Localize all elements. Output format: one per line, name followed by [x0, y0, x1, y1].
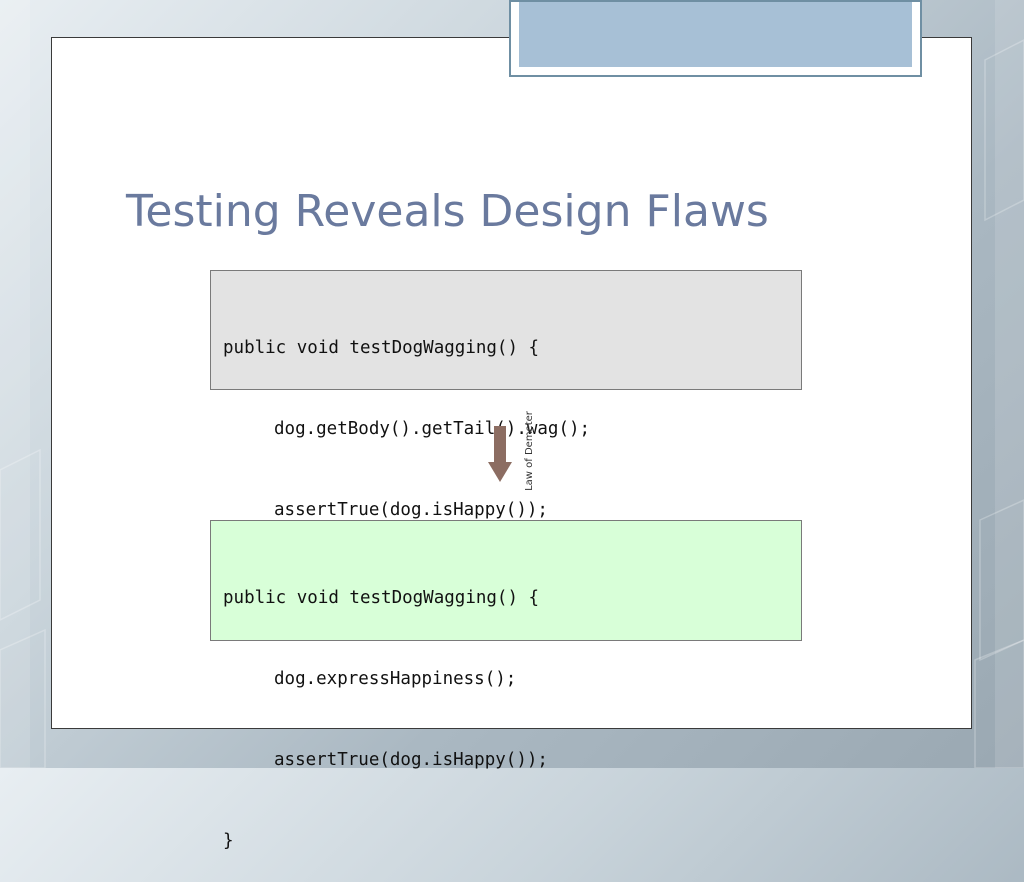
header-accent-fill: [519, 2, 912, 67]
code-line: assertTrue(dog.isHappy());: [274, 500, 548, 520]
code-line: public void testDogWagging() {: [223, 338, 540, 358]
code-line: assertTrue(dog.isHappy());: [274, 750, 548, 770]
code-line: dog.expressHappiness();: [274, 669, 517, 689]
arrow-label: Law of Demeter: [524, 411, 535, 491]
code-before-box: public void testDogWagging() { dog.getBo…: [210, 270, 802, 601]
code-line: public void testDogWagging() {: [223, 588, 540, 608]
code-after-box: public void testDogWagging() { dog.expre…: [210, 520, 802, 851]
slide-title: Testing Reveals Design Flaws: [126, 186, 769, 237]
background-pattern: [0, 0, 1024, 768]
code-line: }: [223, 831, 234, 851]
header-accent-tab: [509, 0, 922, 77]
code-line: dog.getBody().getTail().wag();: [274, 419, 591, 439]
down-arrow-icon: [488, 426, 512, 482]
